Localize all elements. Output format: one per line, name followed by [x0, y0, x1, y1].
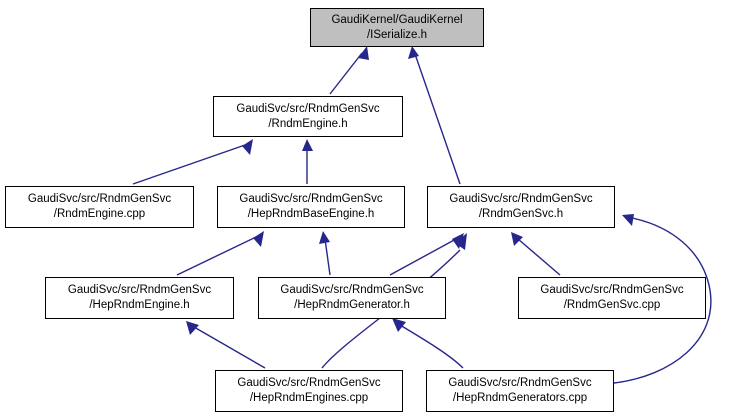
edge-heprndmengines-cpp-to-heprndmengine-h	[186, 321, 266, 369]
node-heprndmbaseengine-h-line1: GaudiSvc/src/RndmGenSvc	[239, 193, 383, 205]
node-rndmengine-cpp-line2: /RndmEngine.cpp	[53, 208, 146, 220]
edge-heprndmbaseengine-h-to-rndmengine-h	[302, 139, 313, 184]
edge-heprndmgenerators-cpp-to-heprndmgenerator-h	[392, 318, 464, 369]
node-rndmgensvc-h-line2: /RndmGenSvc.h	[478, 208, 564, 220]
node-rndmengine-h-line2: /RndmEngine.h	[268, 117, 348, 130]
edge-rndmgensvc-h-to-iserialize	[408, 46, 461, 185]
node-rndmgensvc-cpp[interactable]: GaudiSvc/src/RndmGenSvc /RndmGenSvc.cpp	[518, 277, 706, 319]
node-heprndmgenerators-cpp-line2: /HepRndmGenerators.cpp	[452, 392, 588, 404]
node-rndmgensvc-cpp-line1: GaudiSvc/src/RndmGenSvc	[540, 284, 684, 296]
node-rndmengine-cpp-line1: GaudiSvc/src/RndmGenSvc	[27, 193, 172, 205]
edge-heprndmgenerator-h-to-heprndmbaseengine-h	[319, 231, 331, 276]
edge-rndmgensvc-cpp-to-rndmgensvc-h	[511, 232, 561, 276]
node-rndmgensvc-h-line1: GaudiSvc/src/RndmGenSvc	[449, 193, 593, 205]
node-rndmengine-h[interactable]: GaudiSvc/src/RndmGenSvc /RndmEngine.h	[213, 96, 403, 137]
node-heprndmgenerator-h-line2: /HepRndmGenerator.h	[294, 299, 410, 311]
node-heprndmengines-cpp-line1: GaudiSvc/src/RndmGenSvc	[237, 377, 381, 389]
node-heprndmgenerators-cpp[interactable]: GaudiSvc/src/RndmGenSvc /HepRndmGenerato…	[426, 370, 614, 412]
edge-heprndmgenerators-cpp-to-rndmgensvc-h	[613, 214, 712, 384]
edge-heprndmgenerator-h-to-rndmgensvc-h	[389, 233, 464, 276]
node-iserialize-line1: GaudiKernel/GaudiKernel	[331, 13, 463, 26]
node-rndmengine-h-line1: GaudiSvc/src/RndmGenSvc	[236, 102, 380, 115]
node-heprndmgenerator-h-line1: GaudiSvc/src/RndmGenSvc	[280, 284, 424, 296]
node-heprndmgenerator-h[interactable]: GaudiSvc/src/RndmGenSvc /HepRndmGenerato…	[258, 277, 446, 319]
node-heprndmbaseengine-h-line2: /HepRndmBaseEngine.h	[247, 208, 375, 220]
node-heprndmengine-h[interactable]: GaudiSvc/src/RndmGenSvc /HepRndmEngine.h	[45, 277, 234, 319]
node-heprndmgenerators-cpp-line1: GaudiSvc/src/RndmGenSvc	[448, 377, 592, 389]
node-iserialize[interactable]: GaudiKernel/GaudiKernel /ISerialize.h	[310, 8, 484, 47]
node-rndmgensvc-cpp-line2: /RndmGenSvc.cpp	[563, 299, 661, 311]
node-rndmengine-cpp[interactable]: GaudiSvc/src/RndmGenSvc /RndmEngine.cpp	[5, 186, 194, 228]
node-heprndmengines-cpp-line2: /HepRndmEngines.cpp	[249, 392, 369, 404]
node-iserialize-line2: /ISerialize.h	[366, 28, 428, 41]
node-heprndmengine-h-line1: GaudiSvc/src/RndmGenSvc	[67, 284, 212, 296]
edge-rndmengine-h-to-iserialize	[329, 46, 369, 95]
node-heprndmengine-h-line2: /HepRndmEngine.h	[89, 299, 190, 311]
edge-heprndmengine-h-to-heprndmbaseengine-h	[176, 231, 264, 276]
edge-rndmengine-cpp-to-rndmengine-h	[132, 139, 253, 185]
node-rndmgensvc-h[interactable]: GaudiSvc/src/RndmGenSvc /RndmGenSvc.h	[427, 186, 615, 228]
node-heprndmbaseengine-h[interactable]: GaudiSvc/src/RndmGenSvc /HepRndmBaseEngi…	[217, 186, 405, 228]
node-heprndmengines-cpp[interactable]: GaudiSvc/src/RndmGenSvc /HepRndmEngines.…	[215, 370, 403, 412]
